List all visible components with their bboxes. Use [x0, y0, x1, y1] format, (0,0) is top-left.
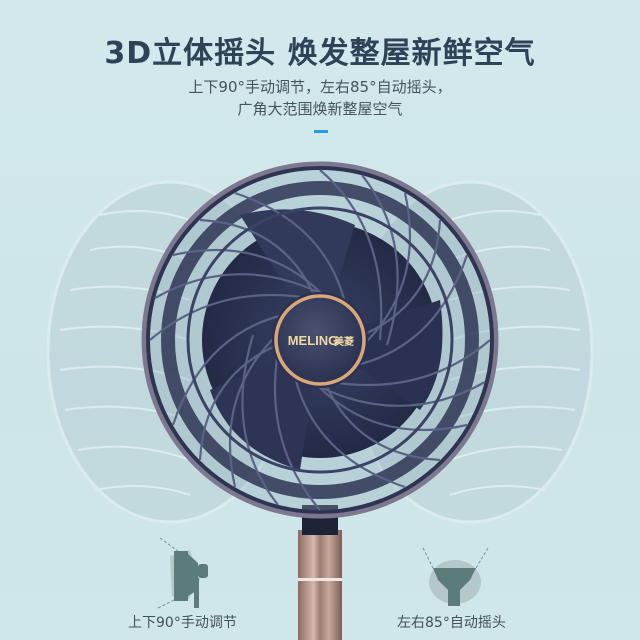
subtitle-line-2: 广角大范围焕新整屋空气	[237, 100, 403, 118]
fan-illustration: MELING 美菱	[46, 161, 594, 640]
main-fan: MELING 美菱	[141, 161, 499, 519]
feature-caption-tilt: 上下90°手动调节	[128, 615, 237, 631]
brand-logo-text: MELING	[288, 333, 339, 348]
brand-logo-cn: 美菱	[334, 335, 354, 348]
headline: 3D立体摇头 焕发整屋新鲜空气	[104, 36, 536, 71]
fan-pole	[298, 530, 342, 640]
horizontal-oscillation-icon	[422, 547, 489, 606]
subtitle-line-1: 上下90°手动调节，左右85°自动摇头，	[188, 78, 452, 96]
vertical-tilt-icon	[157, 537, 208, 609]
accent-divider	[314, 130, 328, 133]
feature-caption-oscillation: 左右85°自动摇头	[397, 615, 506, 631]
brand-hub	[274, 294, 366, 386]
